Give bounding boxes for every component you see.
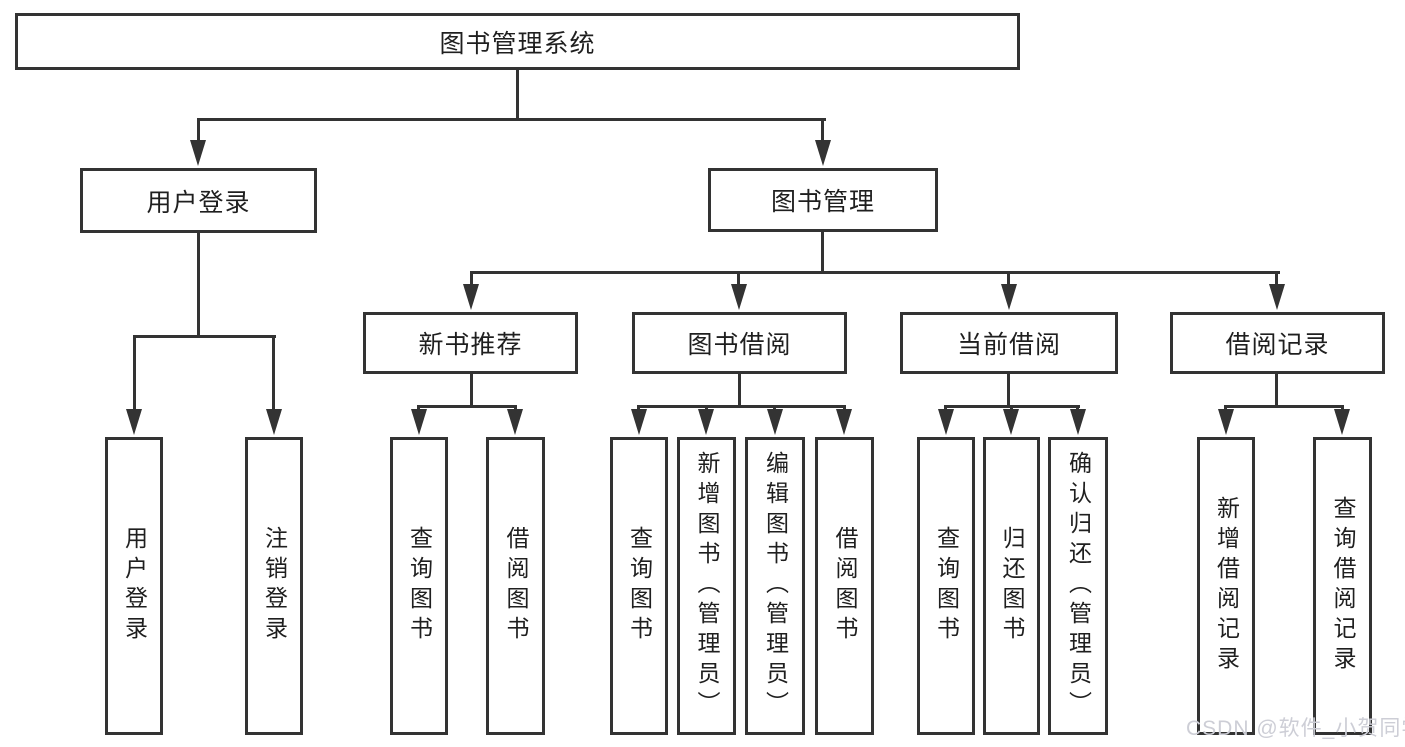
node-br-add-record: 新增借阅记录: [1197, 437, 1255, 735]
connector-level2-bar: [197, 118, 826, 121]
arrow-nb-borrow-icon: [507, 409, 523, 435]
connector-borrow-record-bar: [1224, 405, 1344, 408]
connector-book-borrow-bar: [637, 405, 846, 408]
arrow-br-query-icon: [1334, 409, 1350, 435]
connector-borrow-record-trunk: [1275, 374, 1278, 407]
arrow-current-borrow-icon: [1001, 284, 1017, 310]
node-cb-return-book: 归还图书: [983, 437, 1040, 735]
connector-user-login-bar: [133, 335, 276, 338]
node-ul-user-login: 用户登录: [105, 437, 163, 735]
node-root: 图书管理系统: [15, 13, 1020, 70]
connector-book-borrow-trunk: [738, 374, 741, 407]
connector-borrow-record-stem: [1275, 271, 1278, 288]
connector-level3-bar: [470, 271, 1280, 274]
node-bb-borrow-book: 借阅图书: [815, 437, 874, 735]
node-user-login: 用户登录: [80, 168, 317, 233]
arrow-book-borrow-icon: [731, 284, 747, 310]
arrow-book-mgmt-icon: [815, 140, 831, 166]
arrow-bb-query-icon: [631, 409, 647, 435]
connector-ul-login-stem: [133, 335, 136, 412]
connector-user-login-trunk: [197, 233, 200, 335]
arrow-nb-query-icon: [411, 409, 427, 435]
connector-current-borrow-trunk: [1007, 374, 1010, 407]
connector-book-mgmt-trunk: [821, 232, 824, 273]
node-bb-edit-book: 编辑图书（管理员）: [745, 437, 805, 735]
arrow-new-book-icon: [463, 284, 479, 310]
connector-book-mgmt-stem: [821, 118, 824, 144]
connector-new-book-trunk: [470, 374, 473, 407]
connector-current-borrow-stem: [1007, 271, 1010, 288]
arrow-br-add-icon: [1218, 409, 1234, 435]
node-nb-borrow-book: 借阅图书: [486, 437, 545, 735]
node-book-borrow: 图书借阅: [632, 312, 847, 374]
node-nb-query-book: 查询图书: [390, 437, 448, 735]
connector-new-book-bar: [417, 405, 517, 408]
node-borrow-record: 借阅记录: [1170, 312, 1385, 374]
connector-new-book-stem: [470, 271, 473, 288]
connector-book-borrow-stem: [737, 271, 740, 288]
node-ul-logout: 注销登录: [245, 437, 303, 735]
node-bb-query-book: 查询图书: [610, 437, 668, 735]
connector-ul-logout-stem: [272, 335, 275, 412]
connector-root-trunk: [516, 70, 519, 121]
node-bb-add-book: 新增图书（管理员）: [677, 437, 736, 735]
connector-user-login-stem: [197, 118, 200, 144]
arrow-cb-confirm-icon: [1070, 409, 1086, 435]
arrow-ul-logout-icon: [266, 409, 282, 435]
watermark: CSDN @软件_小贺同学: [1186, 717, 1405, 740]
arrow-cb-return-icon: [1003, 409, 1019, 435]
arrow-user-login-icon: [190, 140, 206, 166]
arrow-borrow-record-icon: [1269, 284, 1285, 310]
node-book-mgmt: 图书管理: [708, 168, 938, 232]
node-cb-query-book: 查询图书: [917, 437, 975, 735]
node-br-query-record: 查询借阅记录: [1313, 437, 1372, 735]
arrow-ul-login-icon: [126, 409, 142, 435]
node-cb-confirm-return: 确认归还（管理员）: [1048, 437, 1108, 735]
node-new-book-rec: 新书推荐: [363, 312, 578, 374]
arrow-cb-query-icon: [938, 409, 954, 435]
node-current-borrow: 当前借阅: [900, 312, 1118, 374]
arrow-bb-edit-icon: [767, 409, 783, 435]
arrow-bb-borrow-icon: [836, 409, 852, 435]
arrow-bb-add-icon: [698, 409, 714, 435]
